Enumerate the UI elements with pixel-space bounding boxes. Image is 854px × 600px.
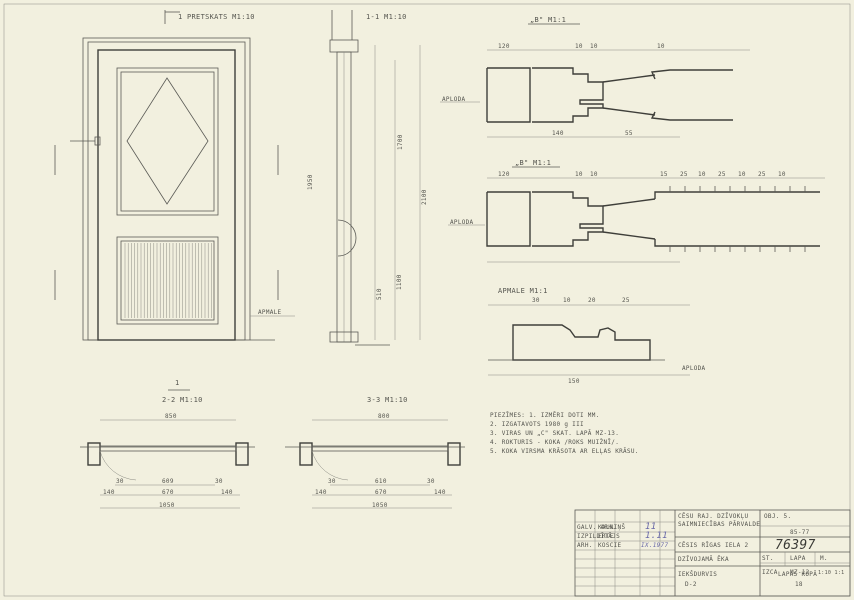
detail-b-title: „B" M1:1 (530, 16, 566, 24)
section-1-1: 1-1 M1:10 1950 1700 2100 510 1100 (307, 10, 428, 346)
dim: 140 (552, 130, 564, 137)
scale-label: M. (820, 555, 828, 562)
signature-date: 1.11 (645, 531, 668, 541)
dim: 120 (498, 171, 510, 178)
role: ARH. (577, 542, 593, 549)
project-name: CĒSIS RĪGAS IELA 2 (678, 542, 749, 549)
dim-1100: 1100 (396, 274, 403, 290)
note-line: PIEZĪMES: 1. IZMĒRI DOTI MM. (490, 412, 600, 419)
detail-b-2: „B" M1:1 120 10 10 15 25 10 25 10 25 10 APLODA (448, 159, 825, 263)
dim: 140 (221, 489, 233, 496)
dim-510: 510 (376, 288, 383, 300)
dim: 25 (758, 171, 766, 178)
dim: 10 (575, 43, 583, 50)
organization: SAIMNIECĪBAS PĀRVALDE (678, 521, 760, 528)
dim: 120 (498, 43, 510, 50)
section-mark: 1 (175, 379, 180, 387)
sheet-value: MZ-12 (790, 569, 810, 576)
name: KOSCIE (598, 542, 622, 549)
title-block: GALV. ARH. KALNIŅŠ 11 IZPILDĪTĀJS ERTE 1… (574, 509, 851, 597)
organization: CĒSU RAJ. DZĪVOKĻU (678, 513, 749, 520)
dim-2100: 2100 (421, 189, 428, 205)
name: ERTE (598, 533, 614, 540)
aploda-label: APLODA (450, 219, 474, 226)
dim: 850 (165, 413, 177, 420)
sheet-border (3, 3, 851, 597)
dim: 10 (778, 171, 786, 178)
sheets-label: LAPAS KOPĀ (778, 571, 817, 578)
dim: 10 (738, 171, 746, 178)
dim: 1050 (372, 502, 388, 509)
dim: 30 (328, 478, 336, 485)
dim: 10 (575, 171, 583, 178)
dim: 1050 (159, 502, 175, 509)
dim: 10 (590, 43, 598, 50)
drawing-title: IEKŠDURVIS (678, 571, 717, 578)
dim: 25 (622, 297, 630, 304)
section-2-2-title: 2-2 M1:10 (162, 396, 203, 404)
dim: 670 (162, 489, 174, 496)
stage-value: IZCA (762, 569, 778, 576)
apmale-detail: APMALE M1:1 30 10 20 25 150 APLODA (488, 287, 706, 385)
lower-panel-grooves (124, 243, 212, 318)
dim: 150 (568, 378, 580, 385)
detail-b2-ticks (669, 186, 806, 252)
stage-label: ST. (762, 555, 774, 562)
dim: 20 (588, 297, 596, 304)
dim: 800 (378, 413, 390, 420)
sheet-label: LAPA (790, 555, 806, 562)
role: IZPILDĪTĀJS (577, 533, 620, 540)
building: DZĪVOJAMĀ ĒKA (678, 556, 729, 563)
dim: 30 (215, 478, 223, 485)
dim: 140 (434, 489, 446, 496)
apmale-label: APMALE (258, 309, 282, 316)
dim: 10 (563, 297, 571, 304)
section-2-2: 1 2-2 M1:10 850 609 670 1050 140 140 30 … (80, 379, 255, 509)
note-line: 5. KOKA VIRSMA KRĀSOTA AR ELĻAS KRĀSU. (490, 448, 639, 455)
signature-date: 11 (645, 522, 656, 532)
aploda-label: APLODA (682, 365, 706, 372)
detail-b-1: „B" M1:1 120 10 10 10 140 55 APLODA (440, 16, 750, 138)
diamond-panel (126, 77, 209, 205)
object-code: 85-77 (790, 529, 810, 536)
dim: 15 (660, 171, 668, 178)
dim: 140 (103, 489, 115, 496)
dim: 10 (590, 171, 598, 178)
aploda-label: APLODA (442, 96, 466, 103)
dim: 609 (162, 478, 174, 485)
sheets-value: 18 (795, 581, 803, 588)
name: KALNIŅŠ (598, 524, 625, 531)
signature-date: IX.1977 (641, 542, 668, 549)
note-line: 3. VIRAS UN „C" SKAT. LAPĀ MZ-13. (490, 430, 619, 437)
dim: 55 (625, 130, 633, 137)
section-3-3: 3-3 M1:10 800 610 670 1050 140 140 30 30 (285, 396, 465, 509)
note-line: 2. IZGATAVOTS 1980 g III (490, 421, 584, 428)
dim: 10 (657, 43, 665, 50)
section-1-1-title: 1-1 M1:10 (366, 13, 407, 21)
dim: 25 (680, 171, 688, 178)
object-label: OBJ. 5. (764, 513, 791, 520)
dim: 670 (375, 489, 387, 496)
dim: 610 (375, 478, 387, 485)
section-3-3-title: 3-3 M1:10 (367, 396, 408, 404)
drawing-number: 76397 (775, 538, 816, 553)
detail-b2-title: „B" M1:1 (515, 159, 551, 167)
apmale-title: APMALE M1:1 (498, 287, 548, 295)
dim-1950: 1950 (307, 174, 314, 190)
dim: 30 (532, 297, 540, 304)
door-elevation: 1 PRETSKATS M1:10 APMALE (54, 10, 295, 341)
role: GALV. ARH. (577, 524, 616, 531)
drawing-code: D-2 (685, 581, 697, 588)
notes: PIEZĪMES: 1. IZMĒRI DOTI MM. 2. IZGATAVO… (490, 412, 639, 455)
dim: 30 (116, 478, 124, 485)
note-line: 4. ROKTURIS - KOKA /ROKS MUIŽNĪ/. (490, 438, 619, 446)
scale-value: 1:10 1:1 (818, 570, 844, 576)
dim: 140 (315, 489, 327, 496)
dim: 30 (427, 478, 435, 485)
dim-1700: 1700 (397, 134, 404, 150)
elevation-title: 1 PRETSKATS M1:10 (178, 13, 255, 21)
dim: 10 (698, 171, 706, 178)
dim: 25 (718, 171, 726, 178)
